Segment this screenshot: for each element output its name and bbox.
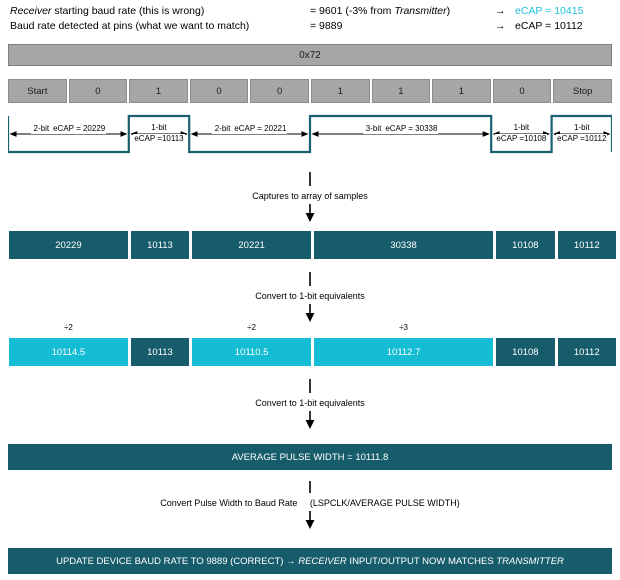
bit-cell-8: 0 bbox=[492, 79, 552, 103]
normalized-cell-0: 10114.5 bbox=[8, 337, 129, 367]
divide-label-3: ÷3 bbox=[399, 322, 408, 332]
bit-cell-6: 1 bbox=[371, 79, 431, 103]
legend-ecap-detected: eCAP = 10112 bbox=[515, 20, 583, 32]
legend-value-pre: = 9601 (-3% from bbox=[310, 5, 395, 17]
legend-value-post: ) bbox=[446, 5, 451, 17]
sample-cell-5: 10112 bbox=[556, 230, 617, 260]
bit-cell-0: Start bbox=[8, 79, 67, 103]
sample-cell-4: 10108 bbox=[495, 230, 556, 260]
normalized-cell-3: 10112.7 bbox=[312, 337, 495, 367]
legend-ecap-receiver: eCAP = 10415 bbox=[515, 5, 584, 17]
sample-cell-2: 20221 bbox=[191, 230, 312, 260]
flow-label-3: Convert to 1-bit equivalents bbox=[251, 398, 369, 409]
sample-cell-3: 30338 bbox=[312, 230, 495, 260]
result-text: UPDATE DEVICE BAUD RATE TO 9889 (CORRECT… bbox=[56, 556, 564, 567]
result-bar: UPDATE DEVICE BAUD RATE TO 9889 (CORRECT… bbox=[8, 548, 612, 574]
normalized-cell-1: 10113 bbox=[129, 337, 191, 367]
arrow-down-icon-1 bbox=[305, 204, 315, 222]
legend-arrow-icon-2: → bbox=[495, 20, 506, 32]
legend-emphasis-receiver: Receiver bbox=[10, 5, 52, 17]
legend-description-receiver: Receiver starting baud rate (this is wro… bbox=[10, 4, 310, 19]
divide-label-1 bbox=[130, 321, 190, 333]
arrow-line-icon-4 bbox=[309, 481, 311, 493]
flow-label-4-line1: Convert Pulse Width to Baud Rate bbox=[156, 498, 302, 509]
flow-arrow-1: Captures to array of samples bbox=[0, 172, 620, 222]
bit-cell-7: 1 bbox=[432, 79, 491, 103]
arrow-line-icon-3 bbox=[309, 379, 311, 393]
waveform-trace bbox=[8, 114, 612, 154]
legend-value-detected: = 9889 bbox=[310, 20, 343, 32]
flow-arrow-4: Convert Pulse Width to Baud Rate (LSPCLK… bbox=[0, 481, 620, 529]
flow-arrow-2: Convert to 1-bit equivalents bbox=[0, 272, 620, 322]
bit-cell-5: 1 bbox=[310, 79, 370, 103]
normalized-cell-2: 10110.5 bbox=[191, 337, 312, 367]
divide-label-0: ÷2 bbox=[63, 322, 73, 332]
result-mid: INPUT/OUTPUT NOW MATCHES bbox=[346, 555, 497, 567]
divide-labels-row: ÷2 ÷2 ÷3 bbox=[8, 321, 612, 333]
legend-description-detected: Baud rate detected at pins (what we want… bbox=[10, 20, 250, 32]
waveform-svg bbox=[8, 114, 612, 154]
result-emphasis-transmitter: TRANSMITTER bbox=[496, 555, 564, 567]
divide-label-2: ÷2 bbox=[247, 322, 256, 332]
arrow-down-icon-2 bbox=[305, 304, 315, 322]
divide-label-4 bbox=[495, 321, 555, 333]
normalized-cell-4: 10108 bbox=[495, 337, 556, 367]
byte-value-bar: 0x72 bbox=[8, 44, 612, 66]
legend-arrow-icon: → bbox=[495, 5, 506, 17]
arrow-down-icon-4 bbox=[305, 511, 315, 529]
arrow-line-icon-2 bbox=[309, 272, 311, 286]
sample-cell-1: 10113 bbox=[129, 230, 191, 260]
header-legend: Receiver starting baud rate (this is wro… bbox=[10, 4, 610, 34]
result-emphasis-receiver: RECEIVER bbox=[298, 555, 347, 567]
flow-label-2: Convert to 1-bit equivalents bbox=[251, 291, 369, 302]
flow-label-1: Captures to array of samples bbox=[248, 191, 372, 202]
sample-cell-0: 20229 bbox=[8, 230, 129, 260]
arrow-down-icon-3 bbox=[305, 411, 315, 429]
normalized-cell-5: 10112 bbox=[556, 337, 617, 367]
legend-row-receiver: Receiver starting baud rate (this is wro… bbox=[10, 4, 610, 19]
result-pre: UPDATE DEVICE BAUD RATE TO 9889 (CORRECT… bbox=[56, 555, 299, 567]
legend-description-rest: starting baud rate (this is wrong) bbox=[51, 5, 205, 17]
bit-cell-1: 0 bbox=[68, 79, 128, 103]
bit-cell-2: 1 bbox=[129, 79, 188, 103]
arrow-line-icon-1 bbox=[309, 172, 311, 186]
bit-cell-9: Stop bbox=[553, 79, 612, 103]
flow-label-4-line2: (LSPCLK/AVERAGE PULSE WIDTH) bbox=[305, 498, 464, 509]
legend-row-detected: Baud rate detected at pins (what we want… bbox=[10, 19, 610, 34]
legend-value-receiver: = 9601 (-3% from Transmitter) bbox=[310, 4, 495, 19]
average-pulse-width-bar: AVERAGE PULSE WIDTH = 10111.8 bbox=[8, 444, 612, 470]
bit-cell-3: 0 bbox=[189, 79, 249, 103]
flow-arrow-3: Convert to 1-bit equivalents bbox=[0, 379, 620, 429]
legend-value-emphasis: Transmitter bbox=[394, 5, 447, 17]
divide-label-5 bbox=[557, 321, 617, 333]
bit-cell-4: 0 bbox=[250, 79, 309, 103]
